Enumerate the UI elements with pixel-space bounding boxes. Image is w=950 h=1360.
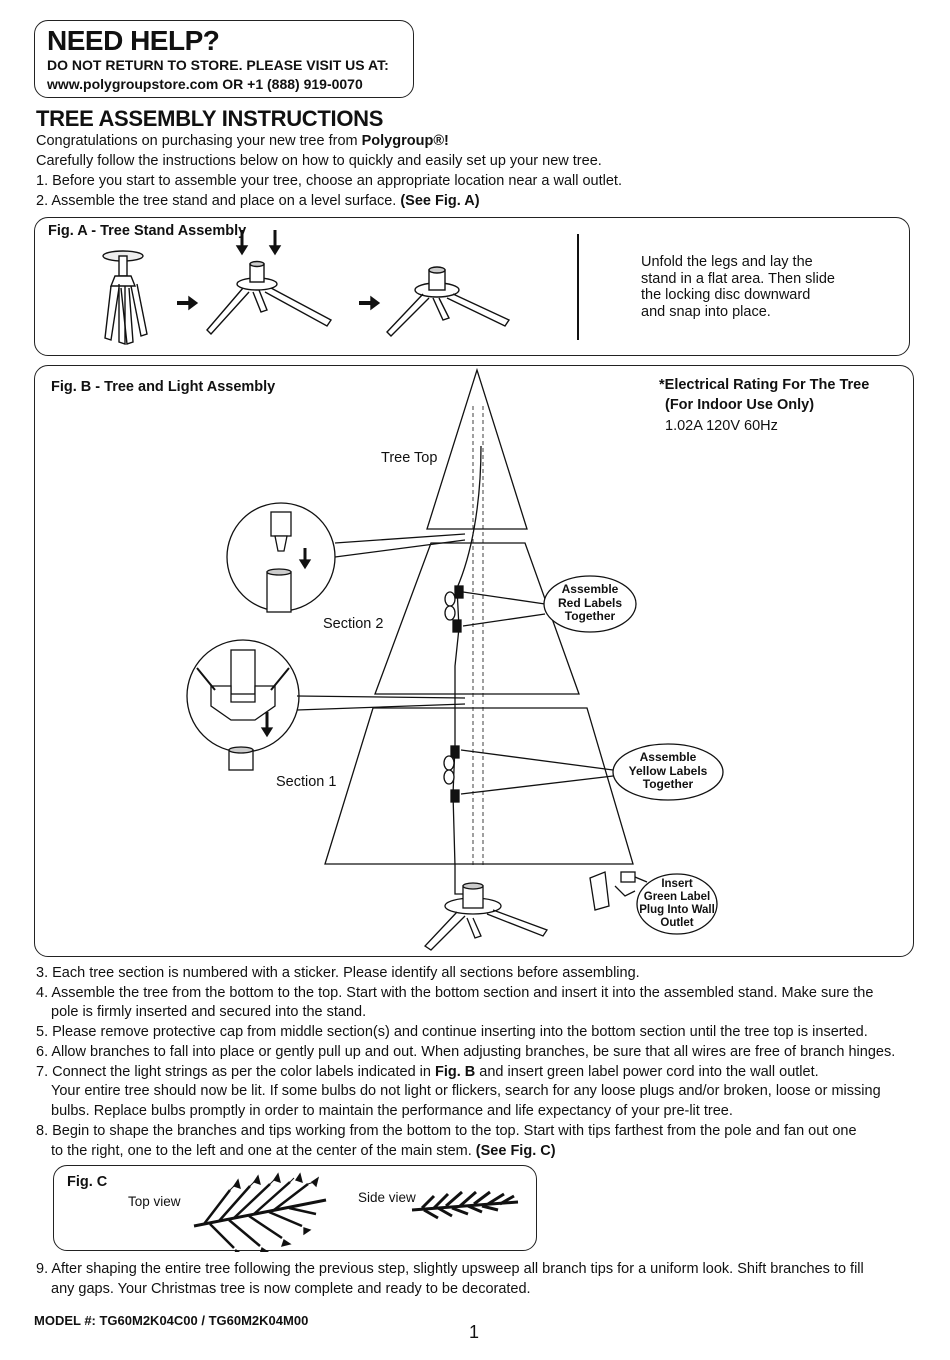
branch-illustration — [193, 1172, 519, 1252]
fig-a-desc-line: stand in a flat area. Then slide — [641, 270, 835, 287]
callout-yellow-labels: Assemble Yellow Labels Together — [613, 750, 723, 792]
step-3: 3. Each tree section is numbered with a … — [36, 965, 640, 981]
fig-b-title: Fig. B - Tree and Light Assembly — [51, 379, 276, 395]
help-line-1: DO NOT RETURN TO STORE. PLEASE VISIT US … — [47, 57, 389, 73]
tree-stand-illustration — [102, 230, 579, 345]
step-4: 4. Assemble the tree from the bottom to … — [36, 985, 874, 1001]
tree-light-illustration — [186, 367, 724, 951]
brand-name: Polygroup®! — [361, 133, 449, 149]
step-8: 8. Begin to shape the branches and tips … — [36, 1123, 857, 1139]
step-8-text: to the right, one to the left and one at… — [51, 1143, 476, 1159]
fig-a-box: Fig. A - Tree Stand Assembly — [34, 217, 910, 356]
callout-green-label: Insert Green Label Plug Into Wall Outlet — [637, 878, 717, 930]
step-7-text: 7. Connect the light strings as per the … — [36, 1064, 435, 1080]
label-section-2: Section 2 — [323, 616, 384, 632]
step-4-cont: pole is firmly inserted and secured into… — [51, 1004, 367, 1020]
label-side-view: Side view — [358, 1190, 416, 1205]
fig-b-box: Fig. B - Tree and Light Assembly *Electr… — [34, 365, 914, 957]
fig-a-desc-line: Unfold the legs and lay the — [641, 254, 813, 270]
step-9: 9. After shaping the entire tree followi… — [36, 1261, 864, 1277]
step-7-text-end: and insert green label power cord into t… — [475, 1064, 819, 1080]
fig-c-title: Fig. C — [67, 1174, 108, 1190]
step-7-ref: Fig. B — [434, 1064, 476, 1080]
label-section-1: Section 1 — [276, 774, 337, 790]
model-number: MODEL #: TG60M2K04C00 / TG60M2K04M00 — [34, 1313, 309, 1328]
help-contact: www.polygroupstore.com OR +1 (888) 919-0… — [47, 76, 363, 92]
electrical-rating-title: *Electrical Rating For The Tree — [659, 377, 870, 393]
step-7: 7. Connect the light strings as per the … — [36, 1062, 819, 1082]
fig-c-box: Fig. C Top view Side view — [53, 1165, 537, 1252]
step-6: 6. Allow branches to fall into place or … — [36, 1044, 896, 1060]
callout-line: Insert — [661, 878, 693, 890]
callout-line: Red Labels — [557, 595, 623, 610]
step-8-ref: (See Fig. C) — [475, 1143, 556, 1159]
step-5: 5. Please remove protective cap from mid… — [36, 1024, 868, 1040]
callout-line: Yellow Labels — [628, 763, 708, 778]
callout-line: Outlet — [660, 917, 694, 929]
step-9-cont: any gaps. Your Christmas tree is now com… — [51, 1281, 531, 1297]
step-2-ref: (See Fig. A) — [400, 193, 480, 209]
intro-text: Congratulations on purchasing your new t… — [36, 133, 362, 149]
fig-a-desc-line: the locking disc downward — [641, 287, 811, 303]
step-2-text: 2. Assemble the tree stand and place on … — [36, 193, 401, 209]
page-title: TREE ASSEMBLY INSTRUCTIONS — [36, 106, 384, 131]
label-top-view: Top view — [128, 1194, 181, 1209]
help-title: NEED HELP? — [47, 25, 220, 56]
help-box: NEED HELP? DO NOT RETURN TO STORE. PLEAS… — [34, 20, 414, 98]
step-7-cont: Your entire tree should now be lit. If s… — [51, 1083, 881, 1099]
page-number: 1 — [469, 1322, 480, 1342]
step-7-cont-2: bulbs. Replace bulbs promptly in order t… — [51, 1103, 733, 1119]
callout-line: Plug Into Wall — [639, 904, 715, 916]
callout-line: Green Label — [643, 891, 711, 903]
fig-a-title: Fig. A - Tree Stand Assembly — [48, 223, 247, 239]
callout-line: Together — [564, 609, 616, 623]
callout-red-labels: Assemble Red Labels Together — [544, 582, 636, 624]
callout-line: Assemble — [639, 750, 697, 764]
step-8-cont: to the right, one to the left and one at… — [51, 1141, 556, 1161]
fig-a-desc-line: and snap into place. — [641, 303, 771, 320]
intro-line-2: Carefully follow the instructions below … — [36, 153, 602, 169]
label-tree-top: Tree Top — [381, 450, 438, 466]
electrical-rating-note: (For Indoor Use Only) — [665, 397, 815, 413]
step-2: 2. Assemble the tree stand and place on … — [36, 191, 480, 211]
intro-line-1: Congratulations on purchasing your new t… — [36, 131, 449, 151]
callout-line: Assemble — [561, 582, 619, 596]
fig-a-description: Unfold the legs and lay the stand in a f… — [641, 254, 835, 320]
electrical-rating-value: 1.02A 120V 60Hz — [665, 418, 778, 434]
callout-line: Together — [642, 777, 694, 791]
step-1: 1. Before you start to assemble your tre… — [36, 173, 622, 189]
